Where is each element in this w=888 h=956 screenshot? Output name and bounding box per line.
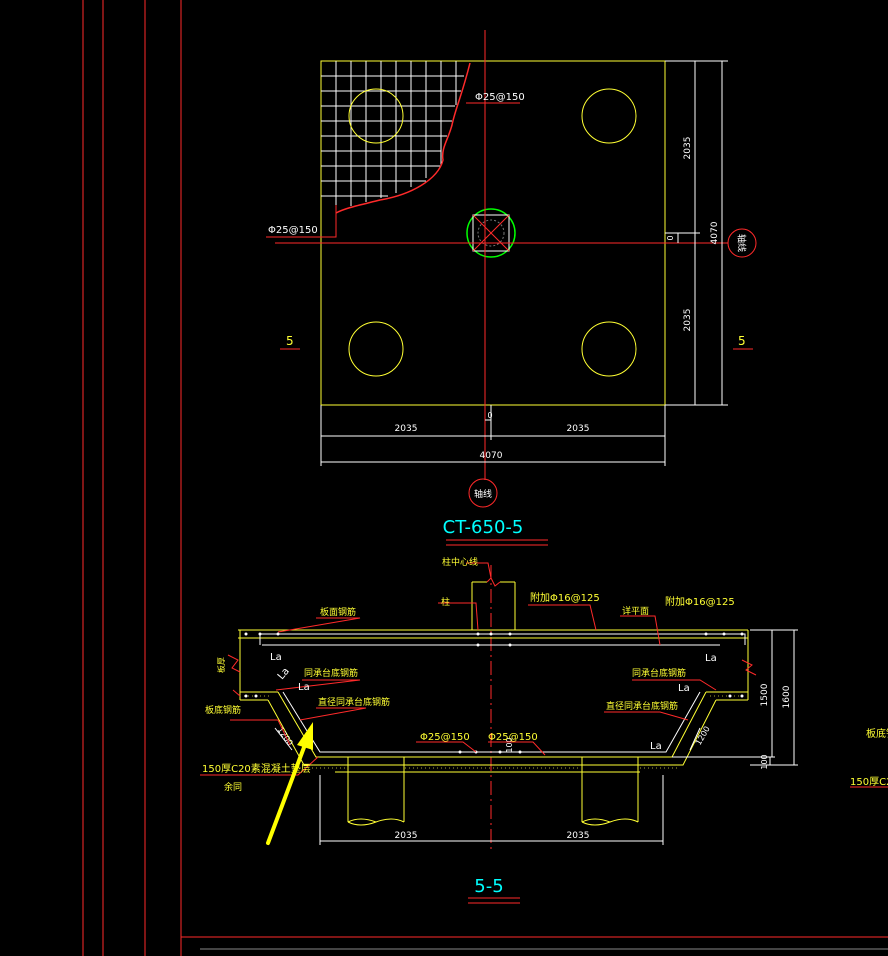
dim-right-top: 2035 [683,137,693,160]
label-slab-bottom-rebar: 板底钢筋 [205,704,241,716]
label-extra-rebar-left: 附加Φ16@125 [530,591,600,604]
rebar-leader-left [266,205,337,238]
dim-right-total: 4070 [710,221,720,244]
dim-bot-r: 2035 [567,831,590,841]
label-rebar-bottom-2: Φ25@150 [488,732,538,743]
rebar-label-left: Φ25@150 [268,225,318,236]
section-dims-bottom [319,775,664,845]
label-cushion-note: 150厚C20素混凝土垫层 [202,762,311,775]
pile-cap-outline [320,60,666,406]
bottom-rebar [282,691,701,753]
dim-h2: 1600 [782,685,792,708]
break-line [335,62,471,214]
section-leaders [200,562,717,776]
bottom-dimensions [320,405,666,466]
label-cushion-same: 余同 [224,781,242,793]
label-dia-same-left: 直径同承台底钢筋 [318,696,390,708]
rebar-grid [321,61,464,213]
dim-thk: 100 [505,737,514,752]
plan-view: Φ25@150 Φ25@150 5 5 2035 2035 4070 0 轴线 [266,30,757,546]
label-col: 柱 [441,596,450,608]
section-title: 5-5 [474,876,503,897]
pile-se [581,321,637,377]
label-slab-thick: 板厚 [216,657,226,673]
axis-bubble-right-label: 轴线 [736,234,748,252]
dim-bottom-right: 2035 [567,424,590,434]
dim-right-offset: 0 [666,235,675,240]
piles [348,88,637,377]
cap-outline [238,629,749,773]
label-la-6: La [650,741,662,752]
label-top-surface: 详平面 [622,605,649,617]
plan-title: CT-650-5 [443,517,524,538]
break-left [227,654,241,673]
right-cut-text-2: 150厚C2( [850,776,888,788]
break-right [741,659,757,676]
label-col-center: 柱中心线 [442,556,478,568]
right-dimensions [665,60,728,406]
pile-ne [581,88,637,144]
dim-h1: 1500 [760,683,770,706]
column-symbol [466,208,516,258]
axis-bubble-bottom [468,478,498,508]
drawing-frame [82,0,888,956]
label-la-5: La [678,683,690,694]
dim-bottom-left: 2035 [395,424,418,434]
dim-slope-r: 1200 [694,725,712,747]
section-mark-left: 5 [286,334,294,348]
label-dia-same-right: 直径同承台底钢筋 [606,700,678,712]
section-piles [347,757,639,826]
annotation-arrow [266,722,313,845]
section-mark-right: 5 [738,334,746,348]
section-dims-right [672,629,798,766]
rebar-label-top: Φ25@150 [475,92,525,103]
label-same-bottom-left: 同承台底钢筋 [304,667,358,679]
dim-right-bottom: 2035 [683,309,693,332]
top-rebar [259,633,746,645]
dim-slope-l: 1200 [276,726,295,748]
pile-nw [348,88,404,144]
label-top-rebar: 板面钢筋 [320,606,356,618]
label-la-3: La [298,682,310,693]
dim-h3: 100 [760,754,769,769]
label-rebar-bottom-1: Φ25@150 [420,732,470,743]
axis-bubble-bottom-label: 轴线 [474,488,492,500]
label-same-bottom-right: 同承台底钢筋 [632,667,686,679]
axis-bubble-right [727,228,757,258]
dim-bot-l: 2035 [395,831,418,841]
label-la-1: La [270,652,282,663]
right-cut-text-1: 板底钢 [866,727,888,740]
label-la-4: La [705,653,717,664]
cushion-layer [244,695,745,769]
label-extra-rebar-right: 附加Φ16@125 [665,595,735,608]
dim-bottom-total: 4070 [480,451,503,461]
column-stub [471,577,516,630]
dim-bottom-offset: 0 [487,411,492,420]
label-la-2: La [276,666,292,682]
section-view: 1500 1600 100 2035 2035 100 1200 1200 [200,556,888,904]
pile-sw [348,321,404,377]
